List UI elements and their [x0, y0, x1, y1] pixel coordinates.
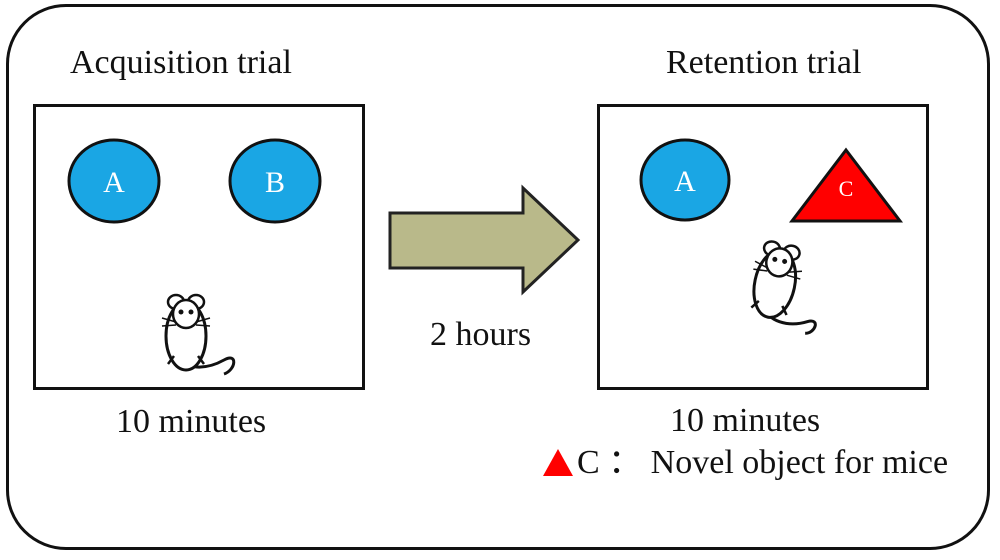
legend-text: C ： Novel object for mice	[577, 444, 949, 481]
object-b-acquisition-label: B	[265, 166, 285, 199]
object-a-acquisition: A	[67, 138, 161, 224]
interval-label: 2 hours	[430, 316, 532, 353]
retention-duration: 10 minutes	[670, 402, 821, 439]
mouse-icon-acquisition	[161, 293, 236, 376]
object-a-retention-label: A	[674, 165, 696, 198]
mouse-icon-retention	[750, 240, 817, 335]
object-c-retention-label: C	[839, 176, 854, 201]
object-a-acquisition-label: A	[103, 166, 125, 199]
diagram-frame	[6, 4, 990, 550]
time-arrow	[388, 184, 581, 296]
acquisition-title: Acquisition trial	[70, 44, 292, 81]
object-a-retention: A	[639, 138, 731, 222]
acquisition-duration: 10 minutes	[116, 403, 267, 440]
retention-title: Retention trial	[666, 44, 862, 81]
legend-triangle-icon	[543, 449, 573, 476]
object-b-acquisition: B	[228, 138, 322, 224]
object-c-retention: C	[788, 147, 904, 223]
